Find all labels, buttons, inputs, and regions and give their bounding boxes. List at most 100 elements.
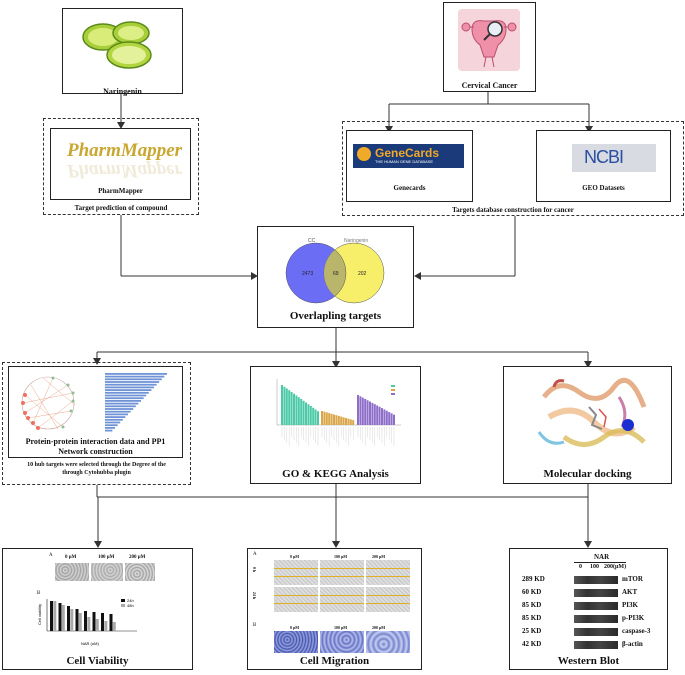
go-bar (281, 385, 283, 425)
ppi-caption-line2: through Cytohubba plugin (62, 470, 131, 476)
viability-bar-24h (109, 614, 113, 631)
gokegg-box: GO & KEGG Analysis (250, 366, 421, 484)
venn-box: CC Naringenin 2473 69 202 Overlapling ta… (257, 226, 414, 328)
geo-label: GEO Datasets (582, 184, 625, 192)
docking-label: Molecular docking (543, 468, 632, 480)
migration-row-0: 0 h (252, 566, 258, 573)
migration-conc-b-2: 200 μM (372, 625, 386, 630)
database-group (342, 121, 684, 216)
viability-image-0 (55, 563, 89, 581)
western-band (574, 589, 618, 597)
go-bar (335, 415, 338, 425)
migration-conc-1: 100 μM (334, 554, 348, 559)
western-protein-label: AKT (622, 588, 638, 596)
go-bar (383, 409, 386, 425)
ppi-box: Protein-protein interaction data and PP1… (8, 366, 183, 458)
western-header-line (574, 562, 626, 563)
ncbi-logo-text: NCBI (584, 147, 624, 167)
ppi-bar (105, 416, 126, 418)
western-band (574, 602, 618, 610)
western-protein-label: caspase-3 (622, 627, 651, 635)
ppi-bar (105, 408, 134, 410)
go-bar (364, 398, 367, 425)
go-bar (307, 404, 310, 425)
go-bar (345, 418, 347, 425)
viability-bar-48h (61, 605, 65, 631)
western-band (574, 615, 618, 623)
go-bar (305, 402, 307, 425)
pharmmapper-logo: PharmMapper (67, 140, 183, 161)
western-conc-2: 200(μM) (604, 564, 627, 570)
gokegg-label: GO & KEGG Analysis (282, 468, 389, 480)
go-bar (337, 415, 340, 425)
viability-bar-48h (78, 613, 82, 631)
ppi-bar (105, 391, 149, 394)
ppi-bar (105, 386, 154, 389)
go-bar (373, 404, 376, 425)
genecards-logo-sub: THE HUMAN GENE DATABASE (375, 159, 434, 164)
ppi-bar (105, 418, 123, 421)
viability-ylabel: Cell viability (37, 604, 42, 625)
migration-transwell-1 (320, 631, 364, 653)
viability-bar-24h (50, 601, 53, 631)
genecards-logo-text: GeneCards (375, 146, 440, 160)
migration-scratch-grid (274, 560, 412, 612)
go-bar (340, 416, 343, 425)
ppi-degree-bar-chart (105, 373, 167, 432)
migration-conc-b-0: 0 μM (290, 625, 300, 630)
migration-scratch-image (366, 560, 410, 585)
migration-panel-b: B (253, 623, 257, 628)
ppi-bar (105, 381, 160, 383)
ppi-bar (105, 400, 141, 402)
go-bar (317, 411, 319, 425)
migration-panel-a: A (253, 552, 257, 557)
docking-box: Molecular docking (503, 366, 672, 484)
go-bar (376, 405, 379, 425)
go-bar (302, 400, 305, 425)
migration-conc-b-1: 100 μM (334, 625, 348, 630)
database-caption: Targets database construction for cancer (452, 206, 574, 214)
western-kd-label: 60 KD (522, 588, 542, 596)
ppi-bar (105, 410, 131, 413)
go-bar (390, 413, 393, 425)
viability-box: A 0 μM 100 μM 200 μM B 24h 48h Cell viab… (2, 548, 193, 670)
gokegg-bar-chart (276, 379, 401, 446)
go-bar (371, 402, 374, 425)
ppi-bar (105, 421, 121, 424)
go-bar (300, 399, 303, 425)
ppi-network-image (21, 376, 76, 430)
go-bar (330, 413, 333, 425)
go-bar (349, 419, 352, 425)
viability-image-1 (91, 563, 123, 581)
viability-legend-48h: 48h (127, 603, 134, 608)
go-bar (290, 392, 293, 425)
dna-icon (357, 147, 371, 161)
viability-conc-2: 200 μM (129, 555, 146, 560)
go-bar (293, 393, 295, 425)
viability-bar-24h (84, 611, 87, 631)
viability-bar-48h (87, 617, 91, 631)
genecards-box: GeneCards THE HUMAN GENE DATABASE Geneca… (346, 130, 473, 202)
protein-structure-image (537, 377, 647, 447)
ppi-bar (105, 413, 128, 416)
genecards-label: Genecards (393, 184, 426, 192)
migration-transwell-2 (366, 631, 410, 653)
go-bar (323, 411, 326, 425)
go-bar (381, 408, 383, 425)
pharmmapper-label: PharmMapper (98, 187, 143, 195)
ppi-bar (105, 402, 139, 405)
ppi-bar (105, 397, 144, 400)
go-bar (314, 409, 317, 425)
go-bar (312, 407, 315, 425)
western-protein-label: PI3K (622, 601, 638, 609)
go-bar (369, 401, 371, 425)
ppi-bar (105, 424, 118, 427)
go-bar (361, 397, 364, 425)
viability-bar-48h (70, 609, 74, 631)
viability-conc-0: 0 μM (65, 555, 77, 560)
go-bar (309, 406, 312, 425)
ppi-bar (105, 378, 162, 381)
viability-bar-chart: 24h 48h Cell viability NAR (uM) (37, 598, 137, 646)
go-bar (393, 414, 395, 425)
migration-label: Cell Migration (299, 655, 370, 667)
